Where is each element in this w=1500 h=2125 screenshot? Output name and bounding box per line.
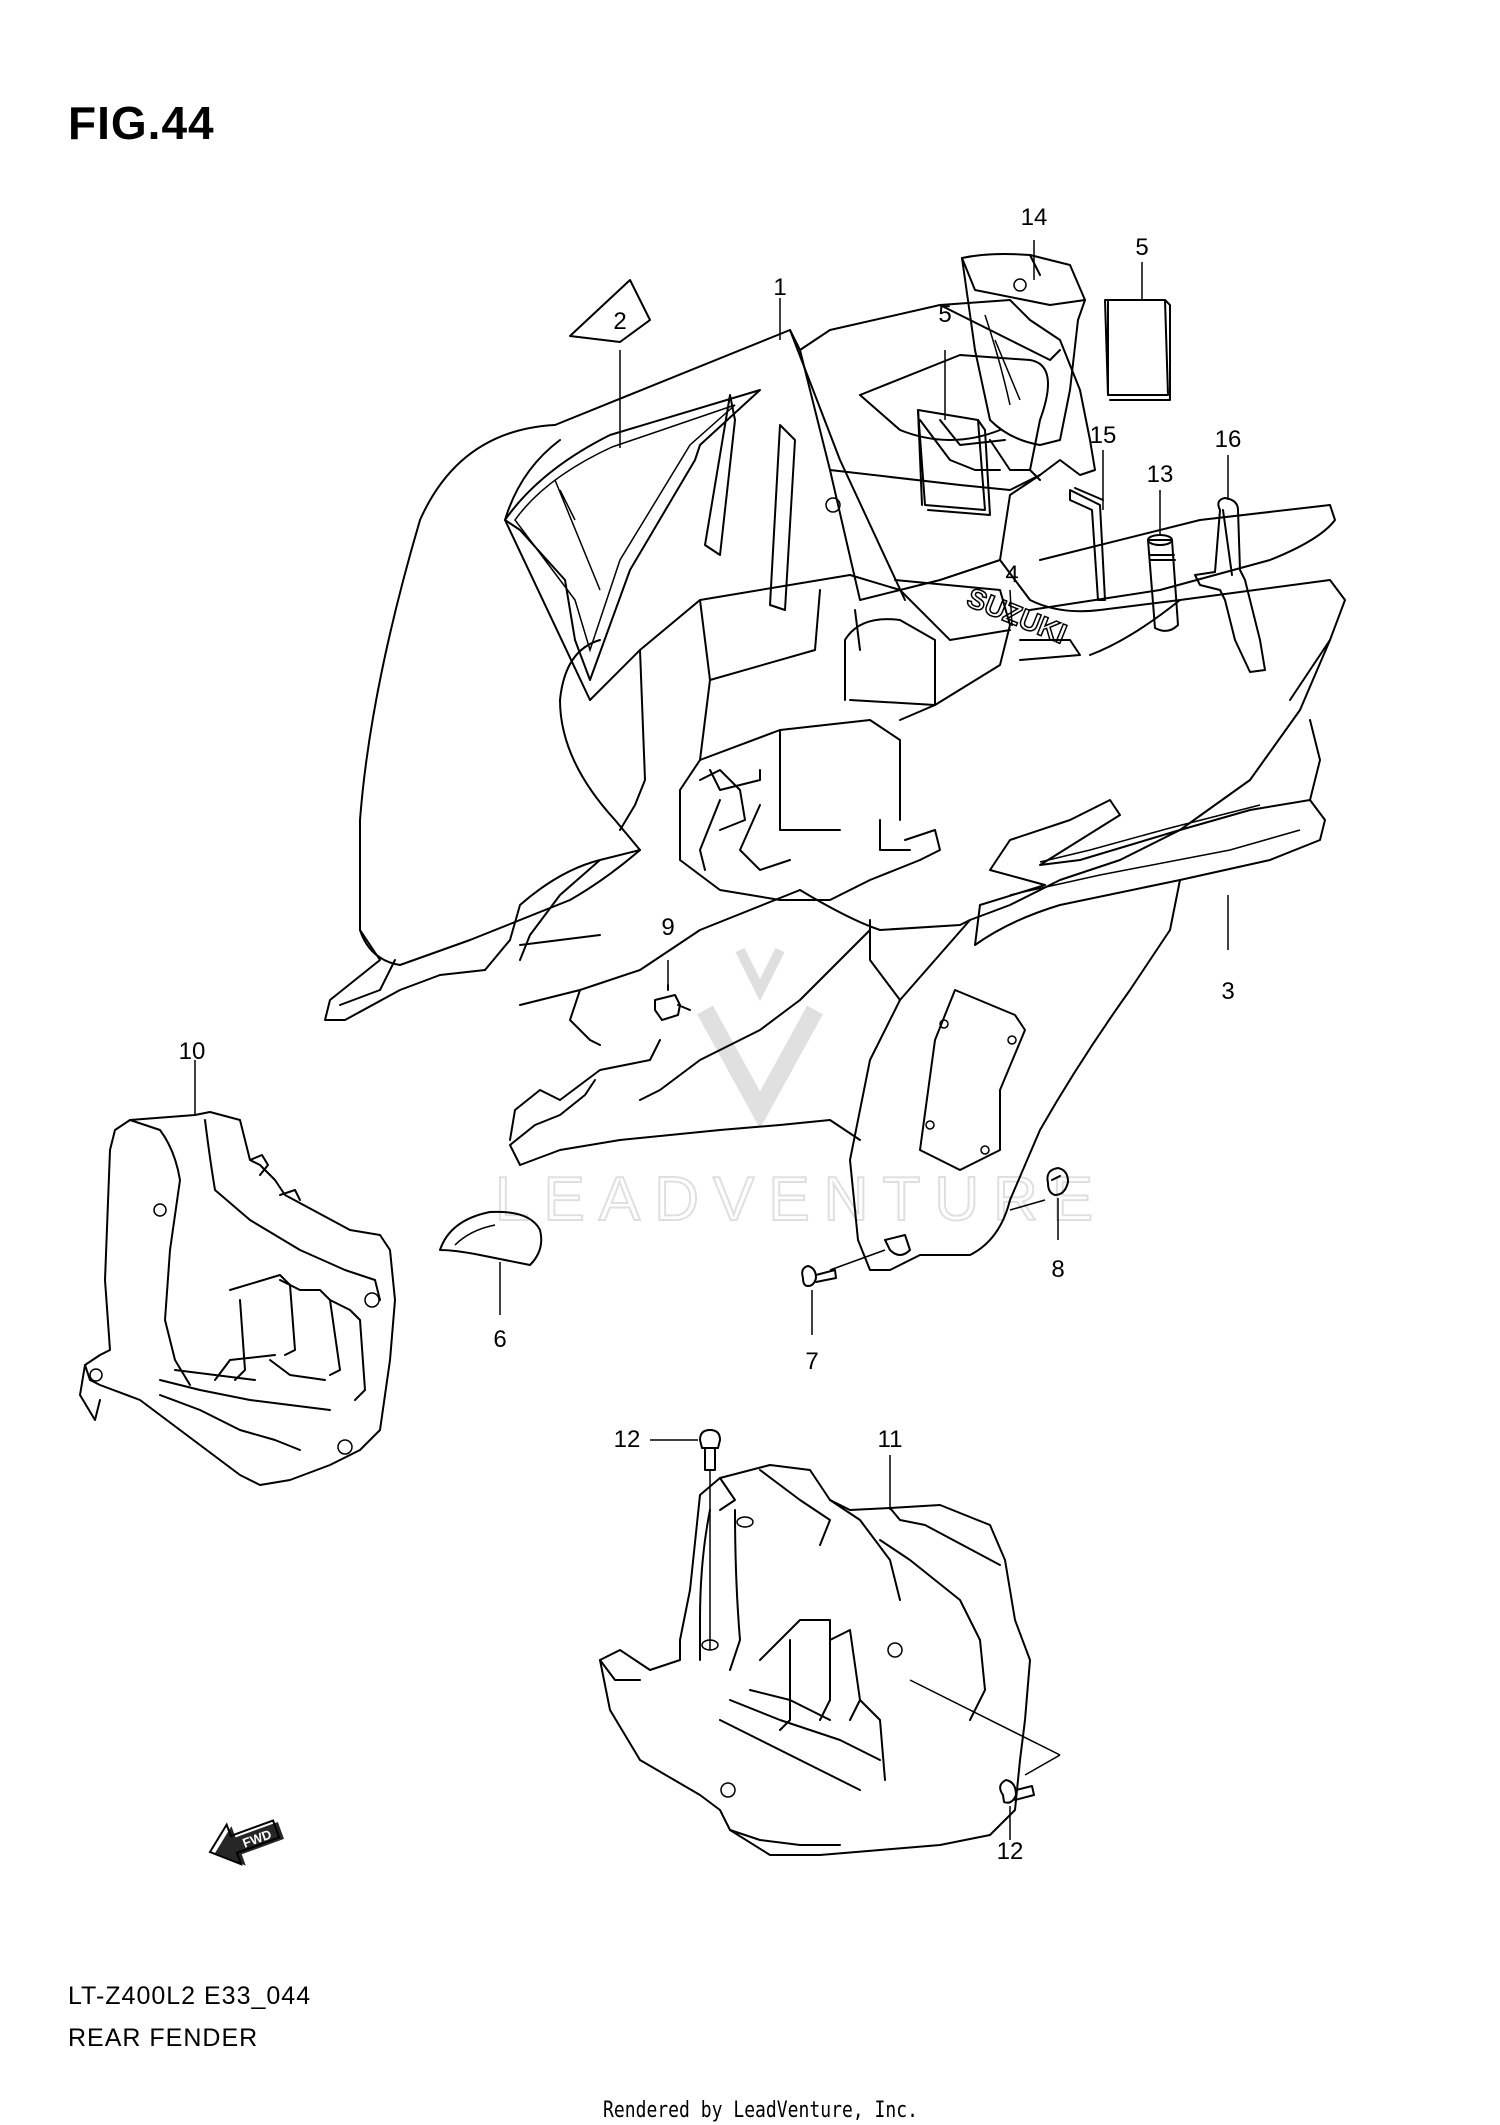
callout-15: 15 (1089, 422, 1117, 449)
part-14-tool-bag (961, 240, 1086, 446)
part-16-spanner (1194, 455, 1266, 673)
part-5-pad-lower (917, 350, 991, 516)
leadventure-watermark: LEADVENTURE (494, 947, 1107, 1235)
callout-4: 4 (1005, 561, 1019, 588)
callout-2: 2 (613, 308, 627, 335)
part-11-right-mud-guard (599, 1455, 1061, 1856)
part-9-clip (654, 960, 691, 1021)
part-12-screws (650, 1429, 1035, 1840)
callout-6: 6 (493, 1326, 507, 1353)
callout-5-lower: 5 (938, 301, 952, 328)
part-10-left-mud-guard (79, 1060, 396, 1486)
rear-fender-body (324, 279, 941, 1021)
callout-8: 8 (1051, 1256, 1065, 1283)
callout-7: 7 (805, 1348, 819, 1375)
callout-1: 1 (773, 274, 787, 301)
part-8-grommet (1046, 1167, 1069, 1240)
callout-14: 14 (1020, 204, 1048, 231)
callout-12-lower: 12 (996, 1838, 1024, 1865)
callout-9: 9 (661, 914, 675, 941)
suzuki-brand-logo: SUZUKI (963, 582, 1071, 650)
fwd-arrow-icon: FWD (208, 1819, 284, 1866)
callout-16: 16 (1214, 426, 1242, 453)
callout-10: 10 (178, 1038, 206, 1065)
figure-title: FIG.44 (68, 97, 215, 149)
svg-text:LEADVENTURE: LEADVENTURE (495, 1165, 1107, 1234)
part-15-hex-key (1069, 450, 1106, 601)
callout-5-upper: 5 (1135, 234, 1149, 261)
callout-11: 11 (877, 1426, 903, 1453)
diagram-code: LT-Z400L2 E33_044 (68, 1982, 312, 2010)
leader-lines (619, 298, 1229, 950)
part-6-cap (439, 1210, 543, 1315)
render-credit: Rendered by LeadVenture, Inc. (603, 2098, 918, 2123)
rear-fender-storage-tray (519, 574, 1011, 1046)
callout-13: 13 (1146, 461, 1174, 488)
diagram-caption: REAR FENDER (68, 2024, 259, 2052)
callout-3: 3 (1221, 978, 1235, 1005)
callout-12-upper: 12 (613, 1426, 641, 1453)
part-5-pad-upper (1104, 262, 1171, 401)
part-13-socket (1147, 490, 1179, 632)
part-7-screw (801, 1265, 837, 1335)
